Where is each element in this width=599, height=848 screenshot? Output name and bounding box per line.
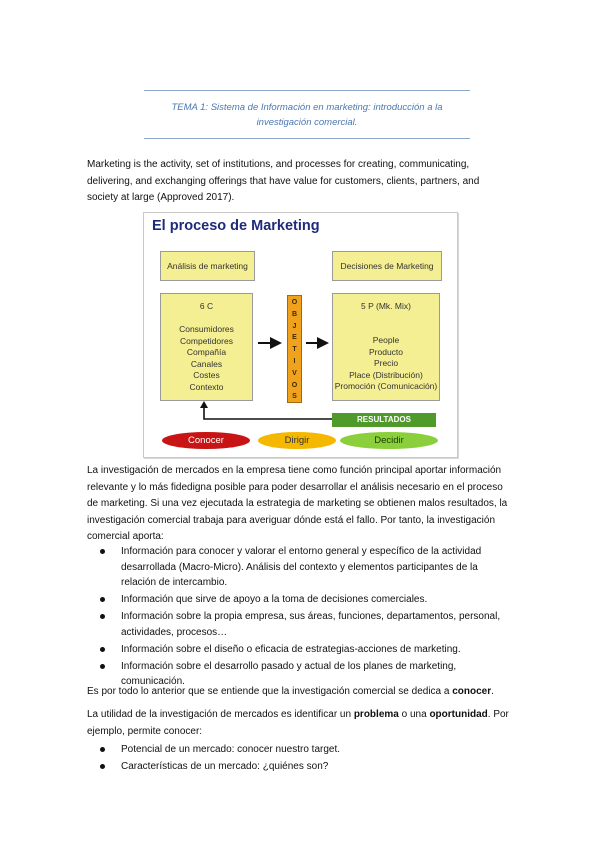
item-line: Potencial de un mercado: conocer nuestro… [121,744,341,755]
list-item: Características de un mercado: ¿quiénes … [87,759,517,775]
item-line: actividades, procesos… [121,626,228,638]
para-line: relevante y lo más fidedigna posible par… [87,481,503,493]
objetivos-bar: O B J E T I V O S [287,295,302,403]
utility-paragraph: La utilidad de la investigación de merca… [87,707,517,740]
para-line: de marketing. Si una vez ejecutada la es… [87,498,508,509]
intro-line: society at large (Approved 2017). [87,192,235,203]
six-c-box: 6 C Consumidores Competidores Compañía C… [160,293,253,401]
six-c-line: Contexto [189,381,224,392]
page-header-title: TEMA 1: Sistema de Información en market… [144,100,470,130]
objetivos-letter: I [293,357,296,365]
objetivos-letter: B [291,310,298,318]
oval-label: Dirigir [284,435,310,446]
decisiones-label: Decisiones de Marketing [340,261,434,271]
item-line: Características de un mercado: ¿quiénes … [121,761,329,772]
utility-text: La utilidad de la investigación de merca… [87,709,354,720]
conclusion-bold: conocer [452,686,492,697]
analisis-label: Análisis de marketing [167,261,248,271]
five-p-line: Precio [373,358,399,368]
research-paragraph: La investigación de mercados en la empre… [87,463,517,546]
list-item: Información sobre el desarrollo pasado y… [87,659,517,690]
five-p-line: Place (Distribución) [349,369,423,380]
list-item: Potencial de un mercado: conocer nuestro… [87,742,517,758]
item-line: Información sobre el diseño o eficacia d… [121,643,461,655]
intro-paragraph: Marketing is the activity, set of instit… [87,157,517,207]
list-item: Información sobre la propia empresa, sus… [87,609,517,640]
arrow-resultados-feedback [203,404,332,420]
bullet-icon [100,646,105,652]
bullet-icon [100,549,105,554]
six-c-line: Consumidores [179,324,234,334]
header-line-2: investigación comercial. [256,117,358,128]
objetivos-letter: O [291,299,298,306]
bullet-icon [100,764,105,769]
para-line: La investigación de mercados en la empre… [87,465,502,476]
objetivos-letter: T [292,346,297,354]
item-line: desarrollada (Macro-Micro). Análisis del… [121,561,478,573]
conclusion-text: Es por todo lo anterior que se entiende … [87,686,453,697]
objetivos-letter: J [292,322,297,330]
oval-conocer: Conocer [162,432,250,449]
utility-bold-oportunidad: oportunidad [429,709,488,720]
five-p-line: 5 P (Mk. Mix) [361,301,411,311]
item-line: relación de intercambio. [121,577,228,588]
analisis-box: Análisis de marketing [160,251,255,281]
conclusion-end: . [491,686,494,697]
contributions-list: Información para conocer y valorar el en… [87,544,517,691]
header-rule-top [144,90,470,91]
five-p-box: 5 P (Mk. Mix) People Producto Precio Pla… [332,293,440,401]
para-line: investigación comercial trabaja para ave… [87,514,496,526]
item-line: Información sobre la propia empresa, sus… [121,611,501,622]
oval-decidir: Decidir [340,432,438,449]
utility-text: o una [398,709,430,720]
knowledge-list: Potencial de un mercado: conocer nuestro… [87,742,517,776]
bullet-icon [100,597,105,602]
bullet-icon [100,663,105,669]
six-c-line: Compañía [186,347,227,357]
oval-label: Conocer [188,435,224,446]
objetivos-letter: S [292,393,297,401]
item-line: Información que sirve de apoyo a la toma… [121,594,428,605]
utility-bold-problema: problema [353,709,399,720]
objetivos-letter: E [292,334,297,342]
decisiones-box: Decisiones de Marketing [332,251,442,281]
five-p-line: People [372,335,400,345]
header-rule-bottom [144,138,470,139]
conclusion-paragraph: Es por todo lo anterior que se entiende … [87,684,517,701]
list-item: Información para conocer y valorar el en… [87,544,517,591]
diagram-arrows [200,337,332,420]
bullet-icon [100,747,105,752]
utility-line-1: La utilidad de la investigación de merca… [87,707,517,724]
utility-text: . Por [487,709,509,720]
marketing-process-diagram: El proceso de Marketing Análisis de mark… [143,212,458,458]
objetivos-letter: V [292,369,297,377]
item-line: Información para conocer y valorar el en… [121,546,482,557]
six-c-line: 6 C [199,301,214,311]
arrow-feedback-head [200,401,208,408]
five-p-line: Producto [368,346,404,357]
five-p-line: Promoción (Comunicación) [334,381,438,391]
para-line: comercial aporta: [87,531,164,542]
resultados-box: RESULTADOS [332,413,436,427]
objetivos-letter: O [291,381,298,389]
bullet-icon [100,614,105,619]
diagram-title: El proceso de Marketing [152,218,320,234]
utility-line-2: ejemplo, permite conocer: [87,725,203,737]
item-line: comunicación. [121,676,185,687]
six-c-line: Competidores [180,335,233,346]
oval-label: Decidir [374,435,404,446]
six-c-line: Canales [190,358,223,369]
oval-dirigir: Dirigir [258,432,336,449]
six-c-line: Costes [193,370,220,380]
intro-line: Marketing is the activity, set of instit… [87,159,470,170]
list-item: Información sobre el diseño o eficacia d… [87,642,517,658]
intro-line: delivering, and exchanging offerings tha… [87,175,480,187]
header-line-1: TEMA 1: Sistema de Información en market… [171,102,443,113]
list-item: Información que sirve de apoyo a la toma… [87,592,517,608]
item-line: Información sobre el desarrollo pasado y… [121,660,457,672]
